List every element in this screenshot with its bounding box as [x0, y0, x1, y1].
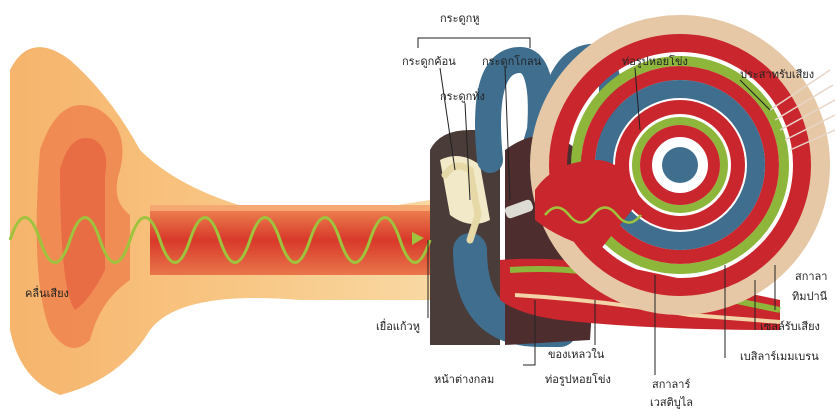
hair-cells-label: เซลล์รับเสียง — [760, 320, 820, 333]
round-window-label: หน้าต่างกลม — [434, 373, 494, 386]
cochlear-duct-label: ท่อรูปหอยโข่ง — [622, 55, 688, 68]
eardrum-label: เยื่อแก้วหู — [376, 320, 420, 333]
scala-tympani-label-2: ทิมปานี — [792, 290, 827, 303]
fluid-label-1: ของเหลวใน — [548, 348, 604, 361]
scala-vestibuli-label-1: สกาลาร์ — [652, 378, 690, 391]
malleus-label: กระดูกค้อน — [402, 55, 456, 68]
scala-tympani-label-1: สกาลา — [795, 270, 827, 283]
sound-wave-label: คลื่นเสียง — [25, 287, 69, 300]
stapes-label: กระดูกทั่ง — [440, 90, 485, 103]
basilar-membrane-label: เบสิลาร์เมมเบรน — [740, 350, 819, 363]
scala-vestibuli-label-2: เวสติบูไล — [650, 396, 693, 409]
incus-label: กระดูกโกลน — [482, 55, 541, 68]
fluid-label-2: ท่อรูปหอยโข่ง — [545, 373, 611, 386]
ear-canal — [150, 205, 435, 275]
ossicles-label: กระดูกหู — [440, 12, 480, 25]
auditory-nerve-label: ประสาทรับเสียง — [740, 68, 814, 81]
